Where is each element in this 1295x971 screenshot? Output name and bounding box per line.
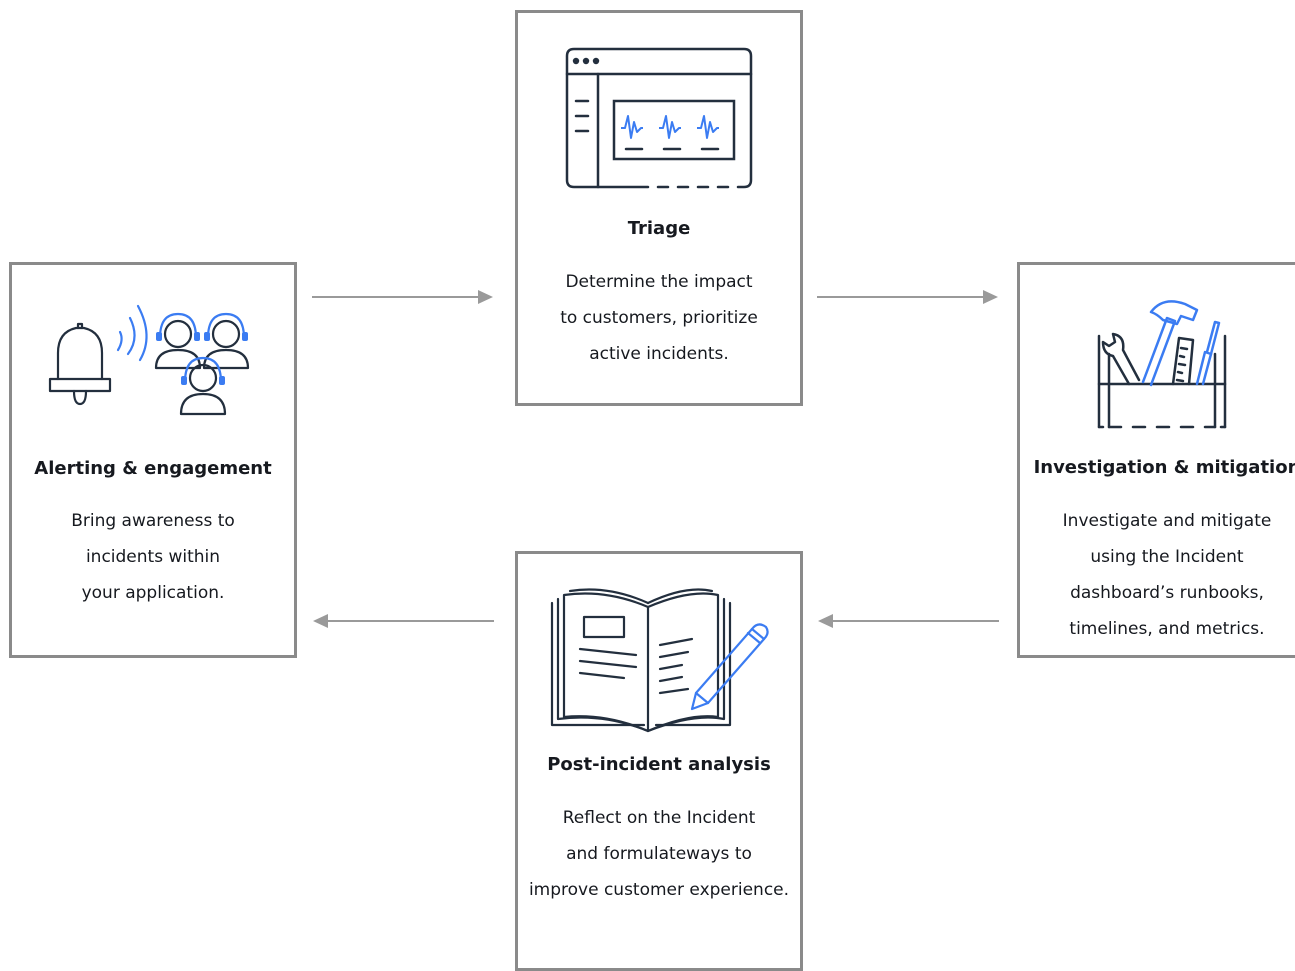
arrow-alerting-to-triage bbox=[312, 290, 493, 304]
description-line: to customers, prioritize bbox=[560, 308, 758, 328]
arrow-investigation-to-post bbox=[818, 614, 999, 628]
description-line: using the Incident bbox=[1090, 547, 1244, 567]
description-line: Bring awareness to bbox=[71, 511, 235, 531]
stage-card-alerting: Alerting & engagement Bring awareness to… bbox=[9, 262, 297, 658]
stage-title-triage: Triage bbox=[627, 218, 691, 239]
dashboard-monitor-icon bbox=[518, 46, 800, 192]
description-line: active incidents. bbox=[589, 344, 729, 364]
description-line: improve customer experience. bbox=[528, 880, 790, 900]
stage-card-post-incident: Post-incident analysis Reflect on the In… bbox=[515, 551, 803, 971]
description-line: dashboard’s runbooks, bbox=[1070, 583, 1264, 603]
stage-card-investigation: Investigation & mitigation Investigate a… bbox=[1017, 262, 1295, 658]
arrow-post-to-alerting bbox=[313, 614, 494, 628]
description-line: incidents within bbox=[85, 547, 221, 567]
stage-description-investigation: Investigate and mitigate using the Incid… bbox=[1020, 503, 1295, 647]
stage-title-investigation: Investigation & mitigation bbox=[1033, 457, 1295, 478]
description-line: Determine the impact bbox=[565, 272, 753, 292]
stage-card-triage: Triage Determine the impact to customers… bbox=[515, 10, 803, 406]
toolbox-icon bbox=[1020, 294, 1295, 434]
stage-description-post-incident: Reflect on the Incident and formulateway… bbox=[518, 800, 800, 908]
description-line: and formulateways to bbox=[566, 844, 752, 864]
description-line: your application. bbox=[81, 583, 225, 603]
description-line: timelines, and metrics. bbox=[1069, 619, 1265, 639]
description-line: Investigate and mitigate bbox=[1062, 511, 1272, 531]
notebook-pencil-icon bbox=[518, 585, 800, 735]
description-line: Reflect on the Incident bbox=[562, 808, 756, 828]
stage-description-alerting: Bring awareness to incidents within your… bbox=[12, 503, 294, 611]
stage-description-triage: Determine the impact to customers, prior… bbox=[518, 264, 800, 372]
arrow-triage-to-investigation bbox=[817, 290, 998, 304]
stage-title-post-incident: Post-incident analysis bbox=[547, 754, 771, 775]
bell-responders-icon bbox=[12, 298, 294, 418]
stage-title-alerting: Alerting & engagement bbox=[34, 458, 272, 479]
